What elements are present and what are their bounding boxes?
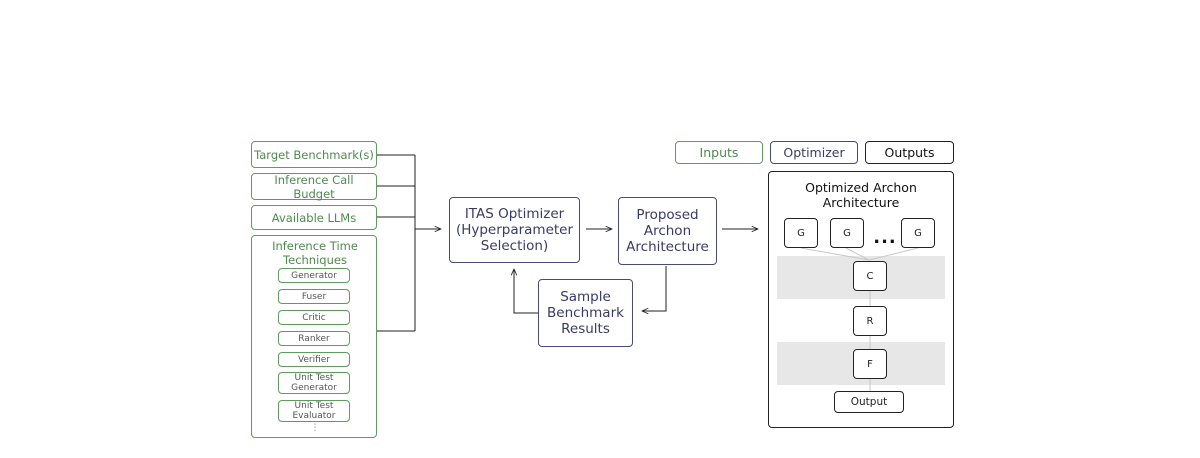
- legend-optimizer-label: Optimizer: [783, 145, 845, 160]
- legend-outputs: Outputs: [865, 141, 954, 164]
- target-benchmark-label: Target Benchmark(s): [254, 147, 374, 162]
- inference-techniques-box: Inference Time Techniques Generator Fuse…: [251, 235, 377, 438]
- critic-node: C: [853, 261, 887, 291]
- technique-unit-test-evaluator: Unit Test Evaluator: [278, 400, 350, 422]
- legend-optimizer: Optimizer: [770, 141, 858, 164]
- generators-ellipsis: ...: [873, 227, 897, 248]
- ranker-node: R: [853, 306, 887, 336]
- technique-generator: Generator: [278, 268, 350, 283]
- technique-unit-test-generator: Unit Test Generator: [278, 372, 350, 394]
- technique-verifier: Verifier: [278, 352, 350, 367]
- generator-node-1: G: [784, 218, 818, 248]
- target-benchmark-box: Target Benchmark(s): [251, 141, 377, 168]
- generator-node-3: G: [901, 218, 935, 248]
- available-llms-label: Available LLMs: [271, 210, 357, 225]
- technique-ranker: Ranker: [278, 331, 350, 346]
- proposed-architecture-label: Proposed Archon Architecture: [626, 207, 709, 255]
- available-llms-box: Available LLMs: [251, 205, 377, 230]
- legend-inputs: Inputs: [675, 141, 763, 164]
- technique-critic: Critic: [278, 310, 350, 325]
- inference-call-budget-box: Inference Call Budget: [251, 172, 377, 201]
- techniques-more-ellipsis: ⋮: [310, 423, 320, 433]
- inference-call-budget-label: Inference Call Budget: [274, 172, 354, 201]
- optimized-architecture-title: Optimized Archon Architecture: [805, 180, 917, 210]
- generator-node-2: G: [830, 218, 864, 248]
- optimized-architecture-panel: Optimized Archon Architecture G G ... G …: [768, 171, 954, 428]
- inference-techniques-title: Inference Time Techniques: [272, 239, 358, 267]
- itas-optimizer-label: ITAS Optimizer (Hyperparameter Selection…: [455, 206, 574, 254]
- architecture-edges: [800, 247, 919, 391]
- legend-inputs-label: Inputs: [699, 145, 739, 160]
- sample-benchmark-results-box: Sample Benchmark Results: [538, 279, 633, 347]
- proposed-architecture-box: Proposed Archon Architecture: [618, 197, 717, 265]
- itas-optimizer-box: ITAS Optimizer (Hyperparameter Selection…: [449, 197, 580, 263]
- technique-fuser: Fuser: [278, 289, 350, 304]
- output-node: Output: [834, 391, 904, 413]
- legend-outputs-label: Outputs: [884, 145, 935, 160]
- sample-benchmark-results-label: Sample Benchmark Results: [547, 289, 624, 337]
- fuser-node: F: [853, 349, 887, 379]
